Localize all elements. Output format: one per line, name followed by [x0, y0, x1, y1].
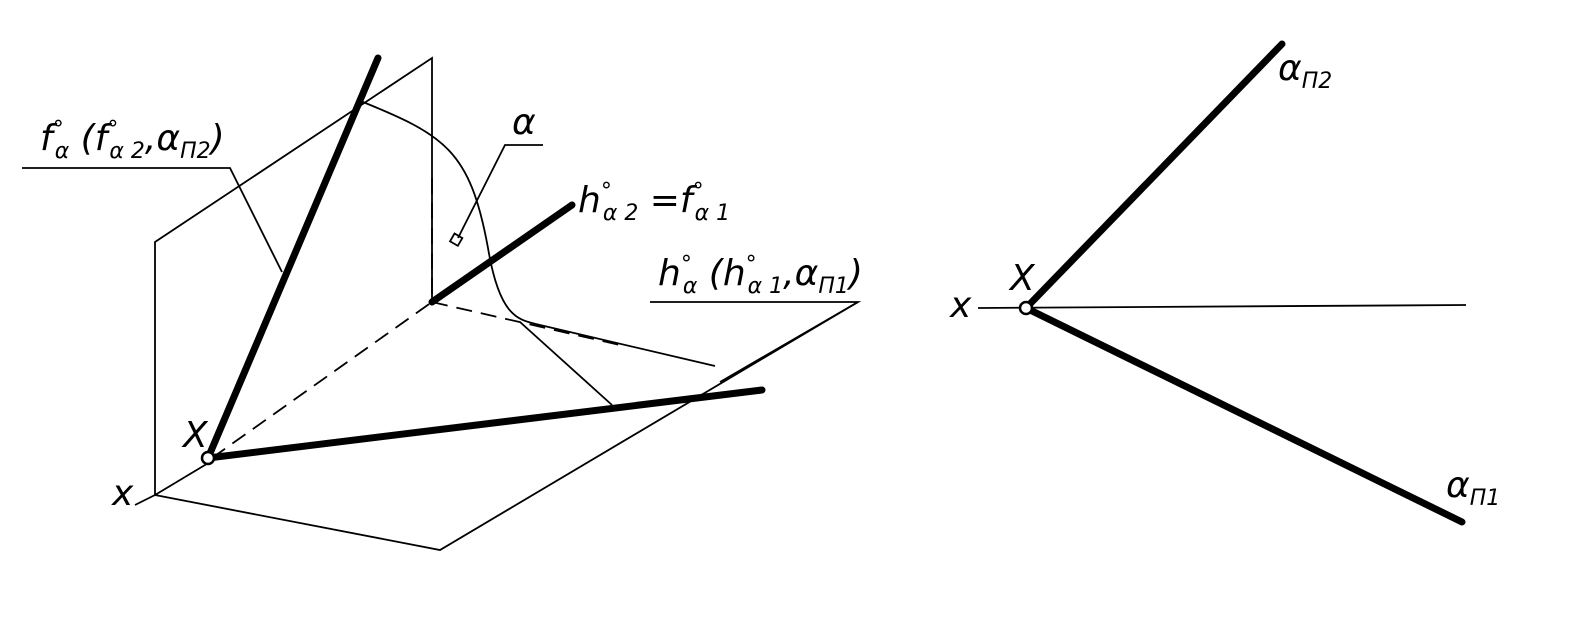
point-X-epure	[1018, 300, 1034, 316]
trace-alpha-pi2-3d	[204, 54, 382, 462]
label-h-alpha2-eq-f-alpha1: h°α 2 =f°α 1	[578, 179, 730, 226]
label-X-epure: X	[1008, 258, 1036, 299]
trace-alpha-pi2	[1022, 40, 1286, 312]
leader-alpha	[457, 144, 543, 239]
label-f-alpha: f°α (f°α 2,αΠ2)	[40, 117, 225, 164]
trace-alpha-pi1	[1022, 304, 1466, 526]
label-alpha-pi2: αΠ2	[1278, 48, 1332, 94]
horizontal-plane-outline	[154, 301, 859, 551]
label-h-alpha: h°α (h°α 1,αΠ1)	[658, 252, 863, 299]
hidden-projection-axis	[211, 301, 433, 459]
x-axis-epure	[977, 304, 1467, 309]
leader-h-alpha	[650, 301, 862, 383]
x-axis-3d-inner	[154, 461, 211, 496]
alpha-marker	[448, 232, 464, 248]
plane-alpha-lower-edge	[519, 321, 613, 406]
x-axis-3d	[134, 494, 156, 506]
right-epure-view: αΠ2 αΠ1 X x	[949, 40, 1500, 526]
left-3d-view: f°α (f°α 2,αΠ2) α h°α 2 =f°α 1 h°α (h°α …	[22, 54, 863, 551]
label-alpha: α	[512, 102, 536, 143]
label-X-3d: X	[181, 415, 209, 456]
leader-f-alpha	[22, 167, 283, 273]
label-x-3d: x	[111, 473, 134, 514]
point-X-3d	[200, 450, 216, 466]
hidden-horizontal-edge	[431, 301, 621, 346]
h-alpha2-line	[428, 201, 576, 306]
plane-alpha-curve	[357, 99, 716, 367]
trace-alpha-pi1-3d	[204, 386, 766, 462]
label-x-epure: x	[949, 285, 972, 326]
label-alpha-pi1: αΠ1	[1446, 465, 1500, 511]
